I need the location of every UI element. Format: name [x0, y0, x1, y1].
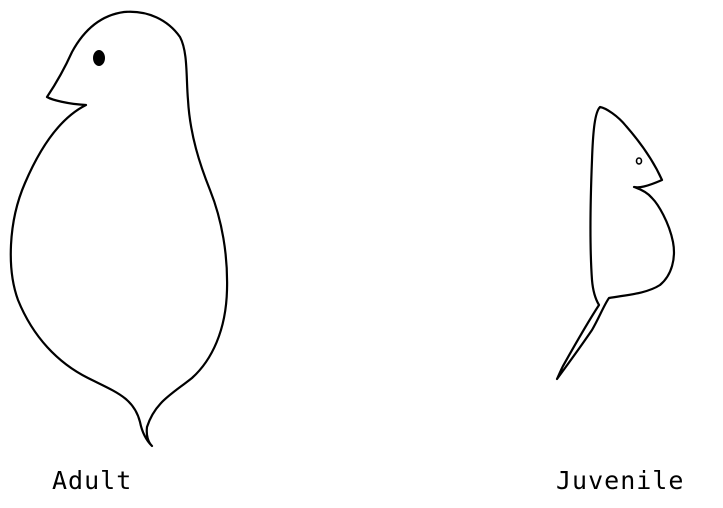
adult-eye-icon	[93, 50, 105, 66]
juvenile-caption: Juvenile	[556, 466, 684, 496]
adult-caption: Adult	[52, 466, 132, 496]
juvenile-eye-icon	[637, 158, 642, 164]
juvenile-body-outline	[557, 107, 674, 379]
adult-body-outline	[11, 12, 227, 446]
adult-specimen-drawing	[11, 12, 227, 446]
juvenile-specimen-drawing	[557, 107, 674, 379]
